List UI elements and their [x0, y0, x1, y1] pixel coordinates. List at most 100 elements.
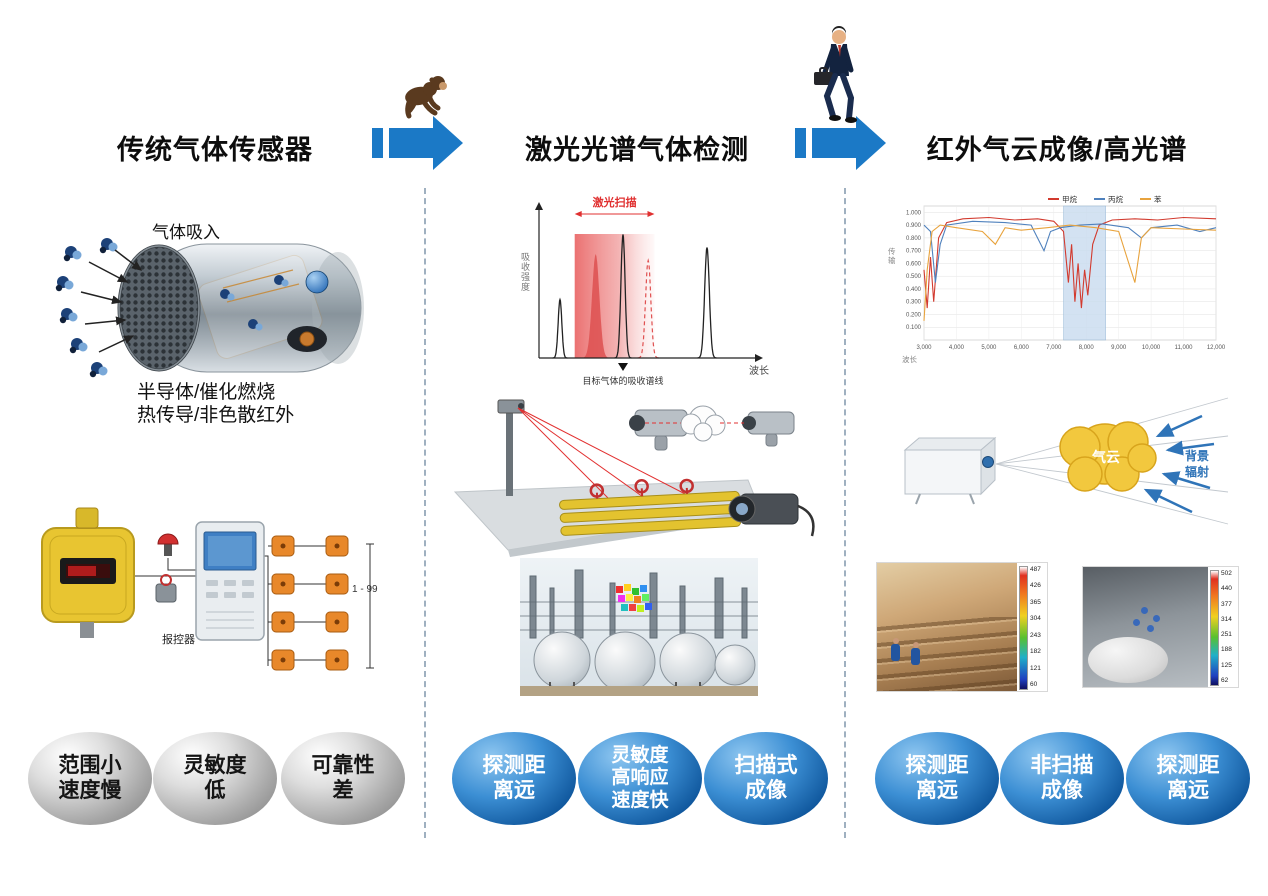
controller-label: 报控器 [162, 632, 195, 646]
scale-value: 502 [1221, 570, 1232, 577]
limitation-badge-sensitivity: 灵敏度 低 [153, 732, 277, 825]
thermal-image-content [1083, 567, 1208, 687]
sensor-cylinder [117, 243, 364, 373]
arrow-bar [795, 128, 806, 158]
gas-blob [1141, 607, 1148, 614]
svg-text:9,000: 9,000 [1111, 345, 1127, 351]
svg-text:0.800: 0.800 [906, 236, 922, 242]
badge-line: 灵敏度 [611, 744, 669, 766]
svg-text:0.900: 0.900 [906, 223, 922, 229]
limitation-badge-range: 范围小 速度慢 [28, 732, 152, 825]
gas-molecules-outside [55, 238, 118, 378]
badge-line: 探测距 [905, 753, 969, 777]
svg-text:传输: 传输 [888, 246, 896, 265]
advantage-badge-distance-2: 探测距 离远 [875, 732, 999, 825]
detector-range-label: 1 - 99 [352, 584, 378, 595]
svg-text:5,000: 5,000 [981, 345, 997, 351]
gas-molecules-inside [220, 275, 289, 331]
tank-shape [1088, 637, 1168, 683]
column-divider-2 [844, 188, 846, 838]
scale-value: 365 [1030, 598, 1041, 606]
svg-text:1.000: 1.000 [906, 210, 922, 216]
handheld-detector-left [629, 409, 688, 451]
svg-text:12,000: 12,000 [1207, 345, 1226, 351]
badge-line: 速度慢 [58, 778, 122, 802]
gas-cloud-imaging-scene: 气云 背景 辐射 [903, 397, 1229, 525]
scale-value: 62 [1221, 676, 1229, 684]
gas-cloud [1059, 421, 1157, 492]
svg-text:丙烷: 丙烷 [1108, 194, 1124, 204]
column-divider-1 [424, 188, 426, 838]
svg-text:甲烷: 甲烷 [1062, 194, 1078, 204]
scale-value: 304 [1030, 615, 1041, 623]
gas-plume-sketch [680, 405, 726, 442]
svg-text:10,000: 10,000 [1142, 345, 1161, 351]
badge-line: 低 [204, 778, 226, 802]
badge-line: 探测距 [482, 753, 546, 777]
scale-value: 377 [1221, 600, 1232, 608]
arrow-head [433, 116, 463, 170]
advantage-badge-scanning: 扫描式 成像 [704, 732, 828, 825]
transmission-spectra-chart: 1.0000.9000.8000.7000.6000.5000.4000.300… [888, 194, 1226, 364]
sensor-heater-element [299, 331, 315, 347]
scale-value: 188 [1221, 646, 1232, 654]
badge-line: 成像 [1041, 778, 1083, 802]
svg-text:0.300: 0.300 [906, 300, 922, 306]
monkey-icon [405, 76, 447, 119]
traditional-sensor-illustration [55, 238, 364, 378]
gas-blob [1153, 615, 1160, 622]
svg-text:苯: 苯 [1154, 194, 1162, 204]
scale-value: 125 [1221, 661, 1232, 669]
background-radiation-label-2: 辐射 [1185, 464, 1209, 479]
remote-detectors [271, 535, 349, 671]
svg-text:激光扫描: 激光扫描 [593, 195, 637, 209]
column-title-infrared: 红外气云成像/高光谱 [926, 135, 1188, 165]
laser-pole [497, 399, 525, 496]
sensor-technology-text: 半导体/催化燃烧 热传导/非色散红外 [137, 381, 294, 427]
badge-line: 高响应 [611, 767, 669, 789]
svg-text:8,000: 8,000 [1079, 345, 1095, 351]
gas-intake-label: 气体吸入 [152, 223, 220, 242]
badge-line: 探测距 [1156, 753, 1220, 777]
svg-text:0.400: 0.400 [906, 287, 922, 293]
svg-text:0.500: 0.500 [906, 274, 922, 280]
laser-beams [517, 407, 694, 505]
intake-arrows [80, 249, 143, 353]
svg-text:11,000: 11,000 [1175, 345, 1194, 351]
fixed-camera-device [728, 493, 815, 537]
svg-text:0.100: 0.100 [906, 325, 922, 331]
scale-value: 251 [1221, 631, 1232, 639]
svg-text:0.200: 0.200 [906, 312, 922, 318]
advantage-badge-distance-3: 探测距 离远 [1126, 732, 1250, 825]
scale-value: 243 [1030, 631, 1041, 639]
svg-text:6,000: 6,000 [1014, 345, 1030, 351]
evolution-arrow-2 [795, 116, 886, 170]
badge-line: 差 [332, 778, 354, 802]
alarm-beacon [157, 533, 179, 556]
handheld-detector-right [742, 411, 795, 447]
badge-line: 非扫描 [1030, 753, 1094, 777]
badge-line: 扫描式 [734, 753, 798, 777]
scale-value: 426 [1030, 582, 1041, 590]
controller-cabinet [195, 521, 265, 641]
advantage-badge-distance: 探测距 离远 [452, 732, 576, 825]
arrow-body [812, 128, 856, 158]
svg-text:7,000: 7,000 [1046, 345, 1062, 351]
ground [520, 686, 758, 696]
colorbar [1210, 570, 1219, 686]
gas-blob [1133, 619, 1140, 626]
arrow-bar [372, 128, 383, 158]
scale-value: 121 [1030, 664, 1041, 672]
scale-value: 182 [1030, 648, 1041, 656]
detector-system-diagram: 1 - 99 报控器 [41, 507, 378, 671]
tech-line-1: 半导体/催化燃烧 [137, 382, 276, 403]
badge-line: 离远 [493, 778, 535, 802]
